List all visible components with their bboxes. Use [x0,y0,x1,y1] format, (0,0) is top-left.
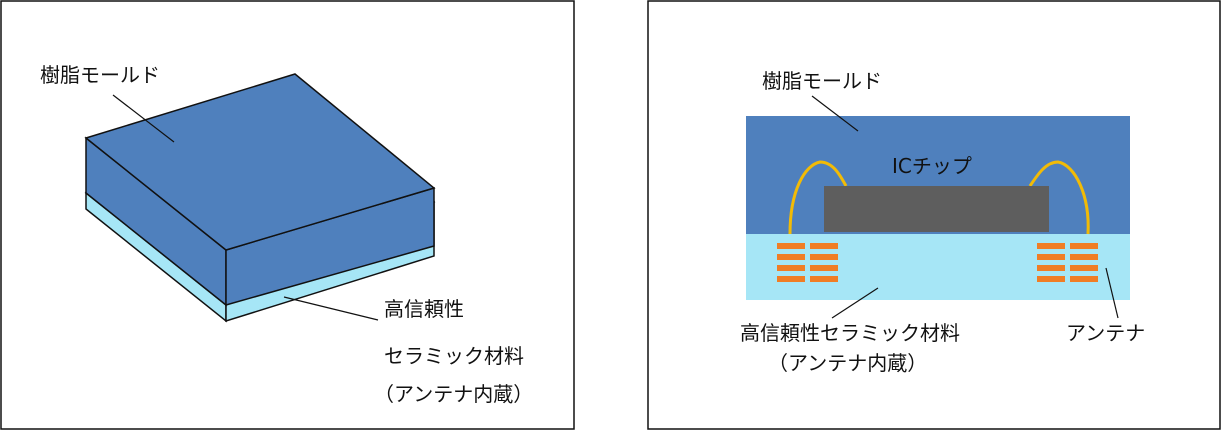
bond-wire-left [788,160,848,235]
resin-mold-label: 樹脂モールド [40,63,160,87]
antenna-bar [1037,243,1065,249]
antenna-left [777,243,838,282]
antenna-bar [1070,254,1098,260]
antenna-bar [1070,243,1098,249]
antenna-bar [810,243,838,249]
antenna-bar [1070,276,1098,282]
antenna-label: アンテナ [1066,321,1145,345]
antenna-right [1037,243,1098,282]
ic-chip-label: ICチップ [892,154,972,178]
antenna-bar [777,254,805,260]
antenna-bar [777,276,805,282]
antenna-bar [810,254,838,260]
ceramic-label-line3: （アンテナ内蔵） [374,382,533,406]
antenna-bar [1037,265,1065,271]
antenna-bar [810,276,838,282]
ceramic-leader-line [831,287,879,319]
ic-chip [824,186,1049,232]
antenna-bar [810,265,838,271]
ceramic-label-line2: セラミック材料 [384,344,524,368]
antenna-leader-line [1105,267,1119,319]
resin-mold-label: 樹脂モールド [762,69,882,93]
antenna-bar [777,265,805,271]
resin-leader-line [112,94,175,143]
resin-leader-line [811,95,859,132]
antenna-bar [1037,276,1065,282]
antenna-bar [1070,265,1098,271]
bond-wire-right [1028,160,1090,235]
antenna-bar [1037,254,1065,260]
ceramic-label-line1: 高信頼性 [384,297,464,321]
left-panel: 樹脂モールド 高信頼性 セラミック材料 （アンテナ内蔵） [0,0,575,430]
ceramic-label-line1: 高信頼性セラミック材料 [740,321,960,345]
ceramic-leader-line [283,296,379,321]
ceramic-label-line2: （アンテナ内蔵） [768,351,927,375]
resin-block-top-face [84,73,436,251]
right-panel: 樹脂モールド ICチップ 高信頼性セラミック材料 （アンテナ内蔵） アンテナ [647,0,1221,430]
antenna-bar [777,243,805,249]
